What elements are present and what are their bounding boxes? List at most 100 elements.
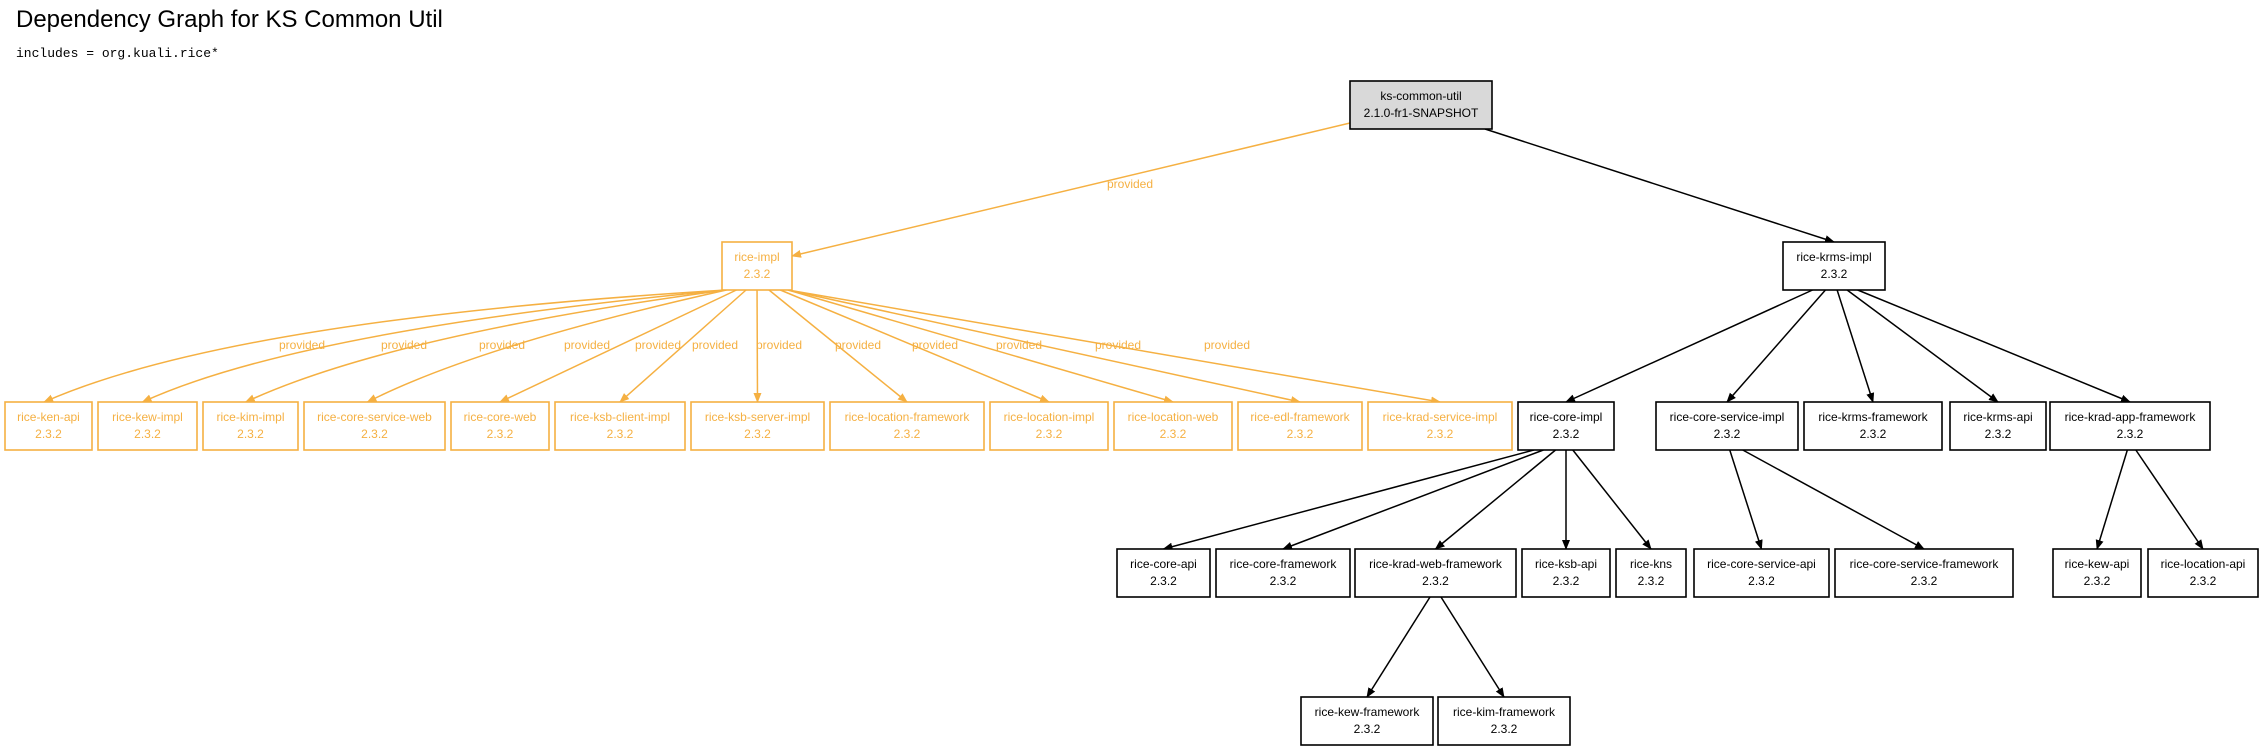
node-version: 2.3.2 [1270, 574, 1297, 588]
node-version: 2.3.2 [1860, 427, 1887, 441]
node-name: rice-krad-service-impl [1383, 410, 1498, 424]
node-name: rice-kew-framework [1315, 705, 1421, 719]
node-name: rice-kim-framework [1453, 705, 1556, 719]
edge-rice-impl-to-rice-location-impl [780, 289, 1050, 403]
node-name: rice-core-impl [1530, 410, 1603, 424]
node-rice-edl-framework[interactable]: rice-edl-framework 2.3.2 [1237, 401, 1363, 451]
node-box [1113, 401, 1233, 451]
edge-rice-krad-web-framework-to-rice-kew-framework [1366, 596, 1431, 698]
node-version: 2.3.2 [607, 427, 634, 441]
edge-label: provided [835, 338, 881, 352]
node-box [450, 401, 550, 451]
node-box [1116, 548, 1211, 598]
node-box [1354, 548, 1517, 598]
node-name: rice-location-framework [845, 410, 971, 424]
node-version: 2.3.2 [1491, 722, 1518, 736]
node-version: 2.3.2 [134, 427, 161, 441]
edge-rice-krad-app-framework-to-rice-location-api [2135, 449, 2204, 550]
edge-rice-krms-impl-to-rice-core-impl [1565, 289, 1813, 403]
edge-rice-krms-impl-to-rice-krms-api [1846, 289, 1999, 403]
node-version: 2.3.2 [1422, 574, 1449, 588]
edge-label: provided [912, 338, 958, 352]
edge-rice-core-impl-to-rice-core-framework [1282, 449, 1544, 550]
node-name: rice-core-service-api [1707, 557, 1816, 571]
edge-label: provided [381, 338, 427, 352]
node-box [1949, 401, 2047, 451]
node-version: 2.3.2 [1638, 574, 1665, 588]
node-rice-location-framework[interactable]: rice-location-framework 2.3.2 [829, 401, 985, 451]
node-version: 2.3.2 [894, 427, 921, 441]
edge-rice-core-impl-to-rice-core-api [1162, 449, 1534, 551]
node-box [1693, 548, 1830, 598]
node-version: 2.3.2 [1150, 574, 1177, 588]
node-box [2147, 548, 2259, 598]
edge-rice-krad-web-framework-to-rice-kim-framework [1440, 596, 1505, 698]
edge-rice-impl-to-rice-ksb-client-impl [619, 289, 747, 403]
edge-label: provided [479, 338, 525, 352]
node-box [1300, 696, 1434, 746]
node-name: rice-edl-framework [1250, 410, 1350, 424]
node-name: rice-krad-app-framework [2065, 410, 2197, 424]
node-name: rice-core-service-web [317, 410, 432, 424]
node-box [1782, 241, 1886, 291]
edge-rice-core-impl-to-rice-kns [1572, 449, 1652, 550]
node-name: rice-core-framework [1230, 557, 1338, 571]
node-version: 2.3.2 [1160, 427, 1187, 441]
edge-rice-impl-to-rice-ken-api [43, 289, 727, 403]
node-rice-core-framework[interactable]: rice-core-framework 2.3.2 [1215, 548, 1351, 598]
page-title: Dependency Graph for KS Common Util [16, 6, 443, 33]
node-name: rice-core-api [1130, 557, 1197, 571]
node-name: rice-impl [734, 250, 779, 264]
node-version: 2.3.2 [361, 427, 388, 441]
node-box [202, 401, 299, 451]
node-rice-location-web[interactable]: rice-location-web 2.3.2 [1113, 401, 1233, 451]
node-box [97, 401, 198, 451]
node-name: rice-location-impl [1004, 410, 1095, 424]
includes-filter: includes = org.kuali.rice* [16, 46, 219, 61]
edges-layer: provided provided provided provided provided… [43, 122, 2204, 698]
node-rice-kim-framework[interactable]: rice-kim-framework 2.3.2 [1437, 696, 1571, 746]
node-name: rice-location-web [1128, 410, 1219, 424]
node-version: 2.1.0-fr1-SNAPSHOT [1364, 106, 1479, 120]
edge-rice-impl-to-rice-kim-impl [244, 289, 727, 403]
edge-rice-krms-impl-to-rice-krad-app-framework [1857, 289, 2131, 403]
edge-label: provided [1204, 338, 1250, 352]
node-version: 2.3.2 [487, 427, 514, 441]
node-rice-core-service-web[interactable]: rice-core-service-web 2.3.2 [303, 401, 446, 451]
node-box [1615, 548, 1687, 598]
node-version: 2.3.2 [1553, 574, 1580, 588]
edge-ks-common-util-to-rice-impl [791, 122, 1351, 258]
node-version: 2.3.2 [1287, 427, 1314, 441]
node-rice-core-api[interactable]: rice-core-api 2.3.2 [1116, 548, 1211, 598]
node-box [1367, 401, 1513, 451]
node-box [1437, 696, 1571, 746]
edge-rice-impl-to-rice-core-service-web [366, 289, 727, 403]
node-version: 2.3.2 [1985, 427, 2012, 441]
